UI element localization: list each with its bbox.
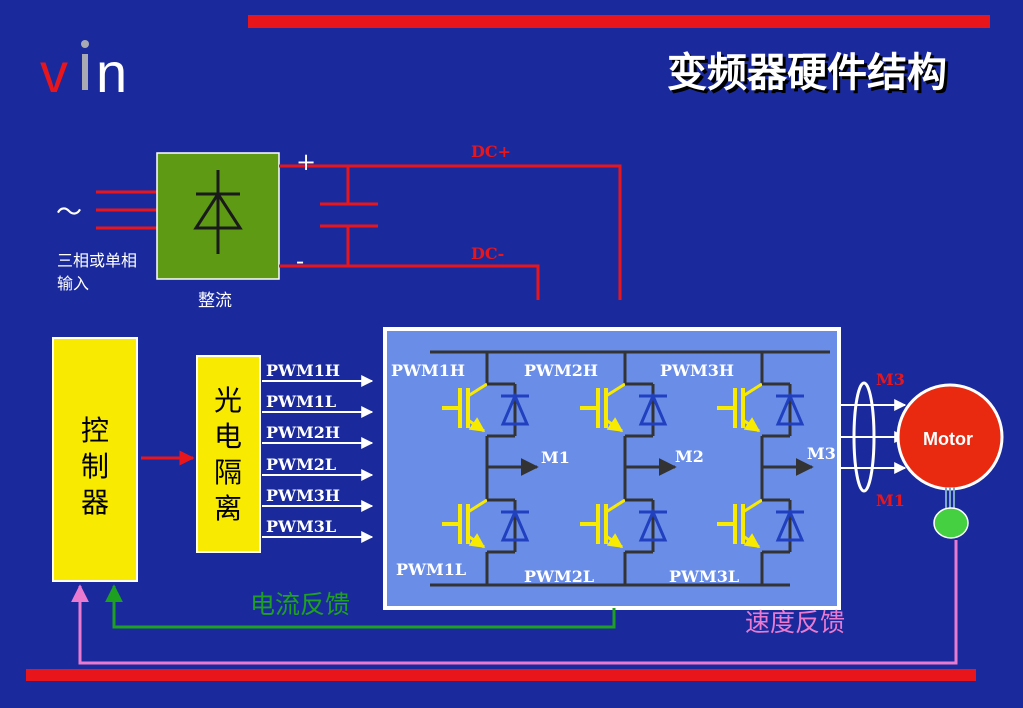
current-feedback-label: 电流反馈 <box>250 590 350 619</box>
plus-sign: + <box>296 148 316 176</box>
speed-feedback-label: 速度反馈 <box>745 608 845 637</box>
pwm-label-1: PWM1H <box>266 361 340 380</box>
isolation-block <box>196 355 261 553</box>
controller-char-3: 器 <box>81 486 109 519</box>
phase-label-m1: M1 <box>541 448 570 467</box>
pwm-label-2: PWM1L <box>266 392 336 411</box>
inverter-leg-2 <box>580 352 677 585</box>
inverter-bottom-label-3: PWM3L <box>669 567 739 586</box>
igbt-lower-3-icon <box>717 498 805 554</box>
motor-m1-label: M1 <box>876 491 905 510</box>
pwm-label-4: PWM2L <box>266 455 336 474</box>
phase-label-m3: M3 <box>807 444 836 463</box>
pwm-label-5: PWM3H <box>266 486 340 505</box>
inverter-top-label-3: PWM3H <box>660 361 734 380</box>
diode-icon <box>193 170 243 254</box>
isolation-char-4: 离 <box>214 492 242 525</box>
controller-char-1: 控 <box>81 414 109 447</box>
vin-logo: v n <box>40 40 127 104</box>
input-label-line2: 输入 <box>57 274 89 293</box>
pwm-signal-lines <box>262 375 374 543</box>
cable-bundle-ellipse <box>852 381 876 493</box>
svg-text:n: n <box>96 41 127 104</box>
ac-symbol: ～ <box>56 198 82 228</box>
svg-text:v: v <box>40 41 68 104</box>
dc-bus <box>279 164 622 300</box>
isolation-char-2: 电 <box>214 420 242 453</box>
slide-title: 变频器硬件结构 <box>670 52 950 99</box>
rectifier-label: 整流 <box>198 291 232 311</box>
igbt-upper-2-icon <box>580 382 668 438</box>
pwm-label-3: PWM2H <box>266 423 340 442</box>
speed-encoder <box>933 507 969 539</box>
igbt-upper-1-icon <box>442 382 530 438</box>
current-feedback-line <box>105 584 616 629</box>
controller-char-2: 制 <box>81 450 109 483</box>
inverter-bottom-label-1: PWM1L <box>396 560 466 579</box>
motor-m3-label: M3 <box>876 370 905 389</box>
bottom-red-bar <box>26 669 976 681</box>
igbt-upper-3-icon <box>717 382 805 438</box>
inverter-leg-1 <box>442 352 539 585</box>
top-red-bar <box>248 15 990 28</box>
ac-input-lines <box>96 190 157 230</box>
dc-plus-label: DC+ <box>471 142 511 161</box>
pwm-label-6: PWM3L <box>266 517 336 536</box>
motor-label: Motor <box>923 429 973 449</box>
phase-label-m2: M2 <box>675 447 704 466</box>
inverter-top-label-2: PWM2H <box>524 361 598 380</box>
dc-minus-label: DC- <box>471 244 504 263</box>
inverter-leg-3 <box>717 352 814 585</box>
isolation-char-1: 光 <box>214 384 242 417</box>
igbt-lower-2-icon <box>580 498 668 554</box>
slide-title-front: 变频器硬件结构 <box>667 49 947 96</box>
motor-shaft <box>945 487 955 510</box>
inverter-top-label-1: PWM1H <box>391 361 465 380</box>
minus-sign: - <box>296 247 304 275</box>
isolation-char-3: 隔 <box>214 456 242 489</box>
controller-block <box>52 337 138 582</box>
igbt-lower-1-icon <box>442 498 530 554</box>
inverter-bottom-label-2: PWM2L <box>524 567 594 586</box>
input-label-line1: 三相或单相 <box>57 251 137 270</box>
speed-feedback-line <box>71 540 958 665</box>
